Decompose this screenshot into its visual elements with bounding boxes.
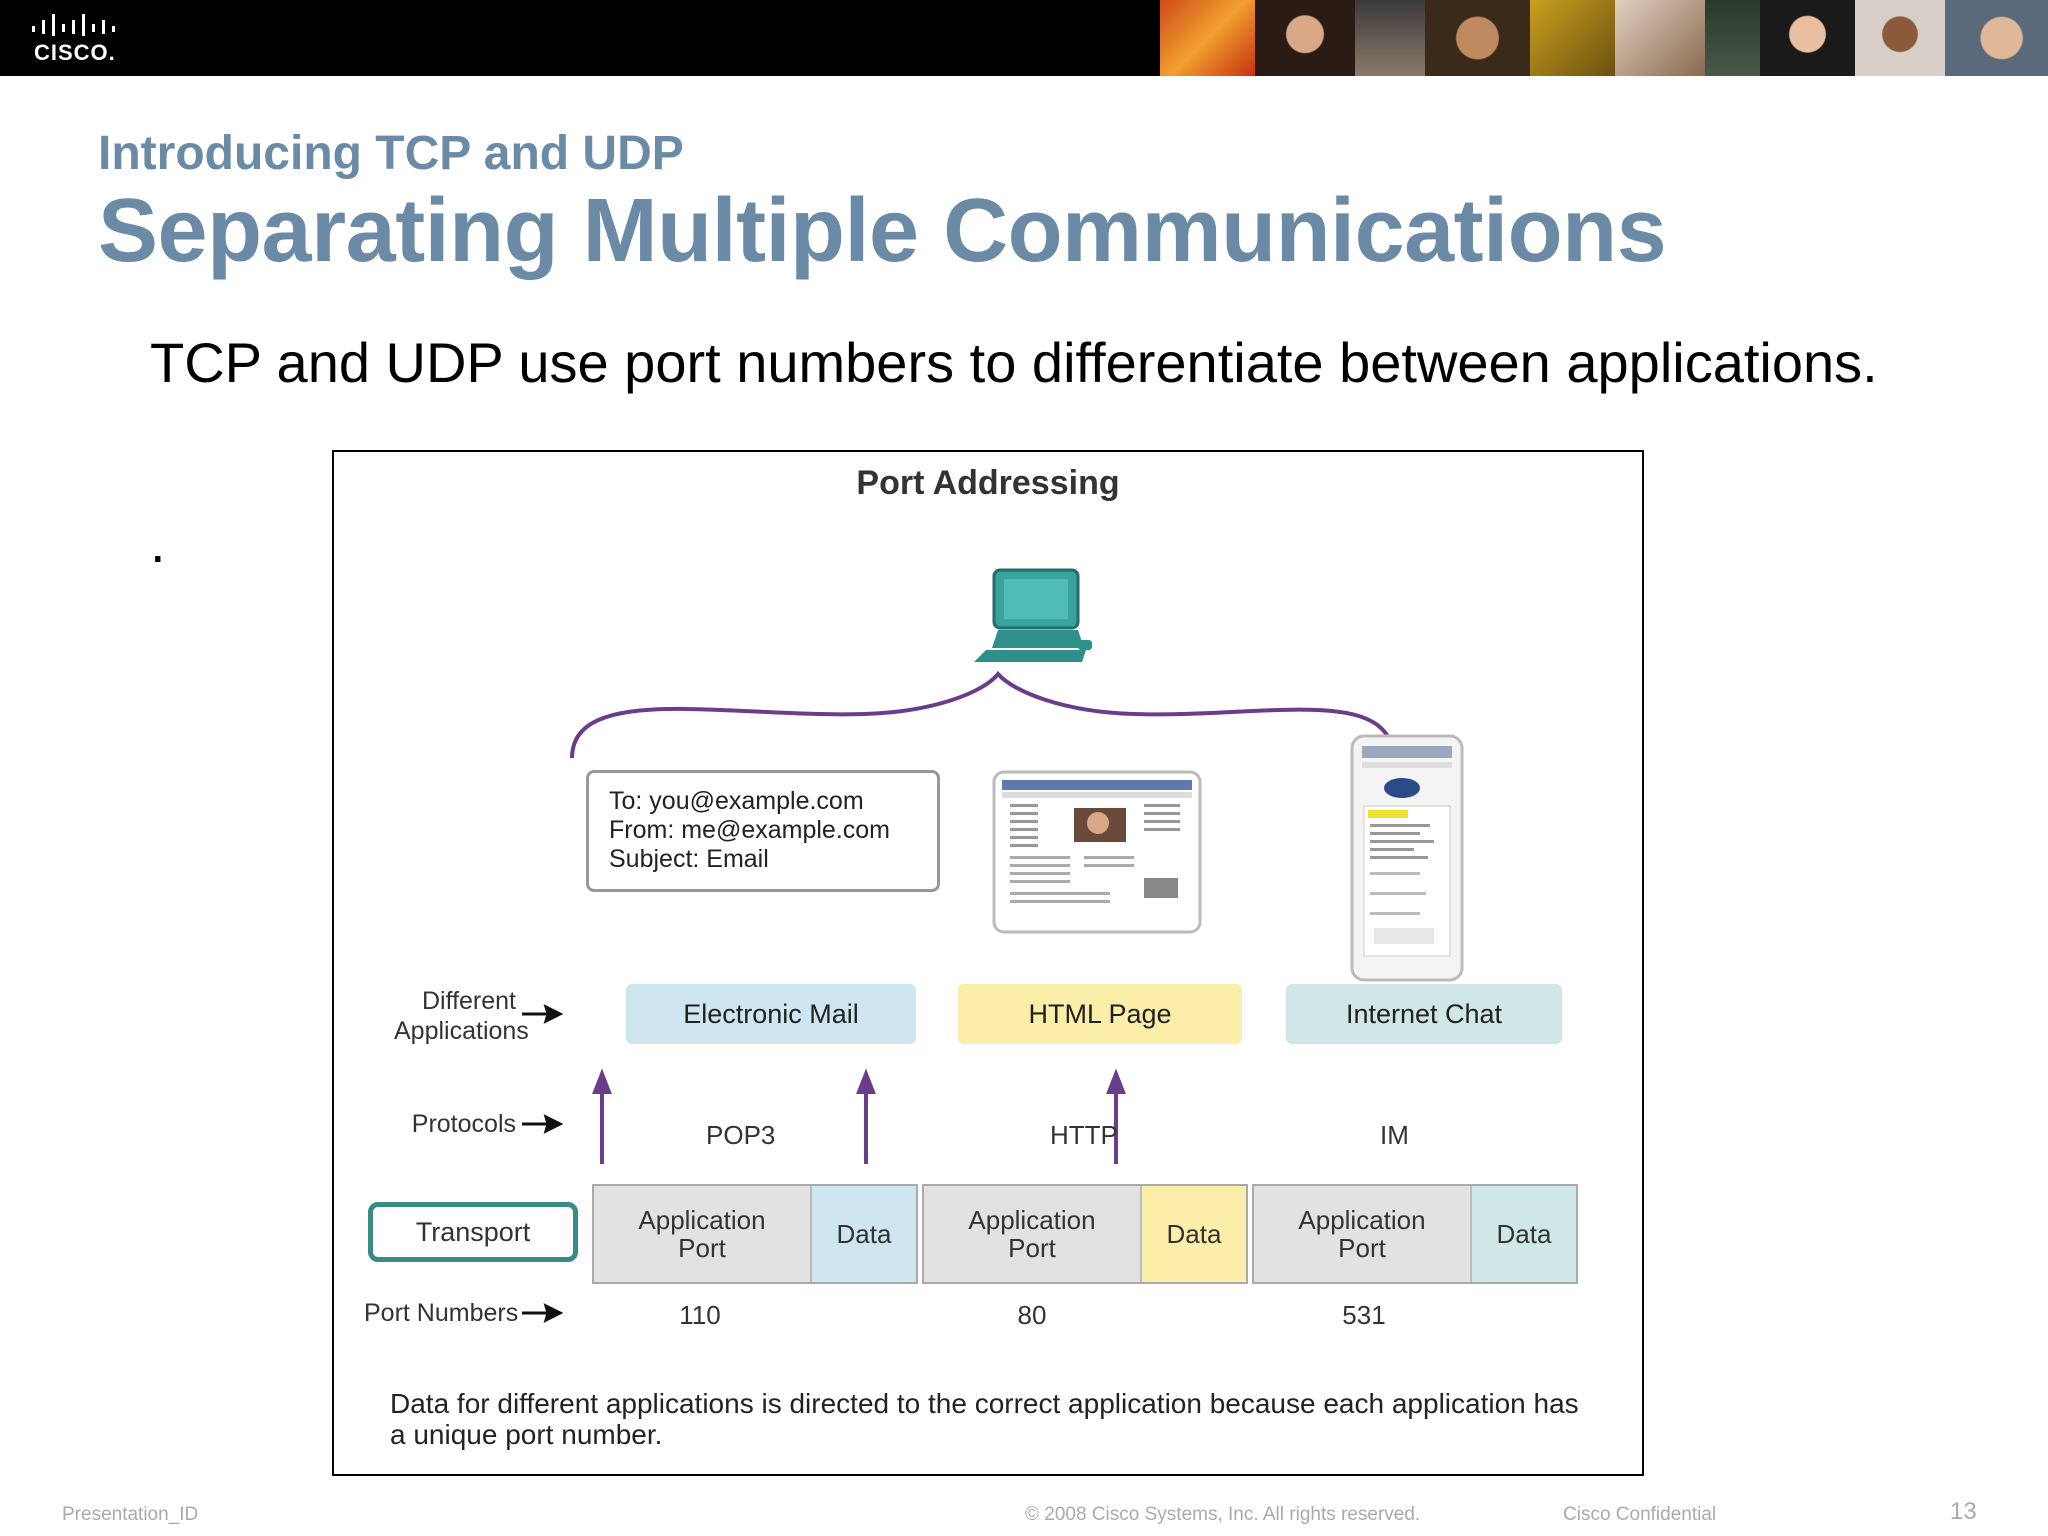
email-to: To: you@example.com [609,787,864,815]
footer-presentation-id: Presentation_ID [62,1504,199,1525]
computer-icon [974,568,1092,662]
application-port-cell: Application Port [1254,1186,1472,1282]
photo-tile [1425,0,1530,76]
chat-window-thumbnail [1350,734,1464,982]
application-port-cell: Application Port [924,1186,1142,1282]
figure-caption: Data for different applications is direc… [390,1388,1579,1450]
segment-html: Application Port Data [922,1184,1248,1284]
port-addressing-figure: Port Addressing [332,450,1644,1476]
data-cell: Data [1472,1186,1576,1282]
bullet-dot: . [150,511,166,574]
bullet-text: TCP and UDP use port numbers to differen… [150,331,1878,394]
footer-copyright: © 2008 Cisco Systems, Inc. All rights re… [1025,1504,1421,1525]
label-protocols: Protocols [411,1110,516,1138]
app-internet-chat: Internet Chat [1286,984,1562,1044]
photo-tile [1615,0,1705,76]
label-different-applications: Different Applications [394,987,529,1045]
cisco-bars-icon [32,14,115,36]
label-port-numbers: Port Numbers [364,1299,519,1327]
photo-tile [1705,0,1760,76]
email-subject: Subject: Email [609,845,769,873]
page-number: 13 [1950,1498,1977,1525]
photo-tile [1760,0,1855,76]
protocol-pop3: POP3 [706,1120,776,1150]
app-electronic-mail: Electronic Mail [626,984,916,1044]
port-number-110: 110 [679,1300,721,1330]
port-number-80: 80 [1017,1300,1047,1330]
figure-title: Port Addressing [856,464,1120,502]
row-label-arrows [522,1004,564,1323]
footer-confidential: Cisco Confidential [1563,1504,1717,1525]
protocol-arrows [592,1068,1126,1164]
application-port-cell: Application Port [594,1186,812,1282]
photo-tile [1355,0,1425,76]
slide-title: Separating Multiple Communications [98,181,1667,281]
grouping-brace [570,670,1396,759]
photo-tile [1530,0,1615,76]
header-bar: CISCO. [0,0,2048,76]
segment-chat: Application Port Data [1252,1184,1578,1284]
photo-tile [1855,0,1945,76]
transport-label: Transport [368,1202,578,1262]
email-headers-box: To: you@example.com From: me@example.com… [586,770,940,892]
photo-tile [1945,0,2048,76]
port-number-531: 531 [1342,1300,1386,1330]
application-port-label: Application Port [638,1205,766,1263]
app-html-page: HTML Page [958,984,1242,1044]
data-cell: Data [812,1186,916,1282]
cisco-logo: CISCO. [30,14,120,65]
web-page-thumbnail [992,770,1202,934]
cisco-logo-text: CISCO. [34,40,116,65]
figure-graphics [522,568,1464,1323]
protocol-http: HTTP [1050,1120,1118,1150]
data-cell: Data [1142,1186,1246,1282]
header-photo-strip [1160,0,2048,76]
application-port-label: Application Port [1298,1205,1426,1263]
slide-subtitle: Introducing TCP and UDP [98,127,684,180]
protocol-im: IM [1380,1120,1409,1150]
photo-tile [1160,0,1255,76]
email-from: From: me@example.com [609,816,890,844]
segment-email: Application Port Data [592,1184,918,1284]
photo-tile [1255,0,1355,76]
application-port-label: Application Port [968,1205,1096,1263]
